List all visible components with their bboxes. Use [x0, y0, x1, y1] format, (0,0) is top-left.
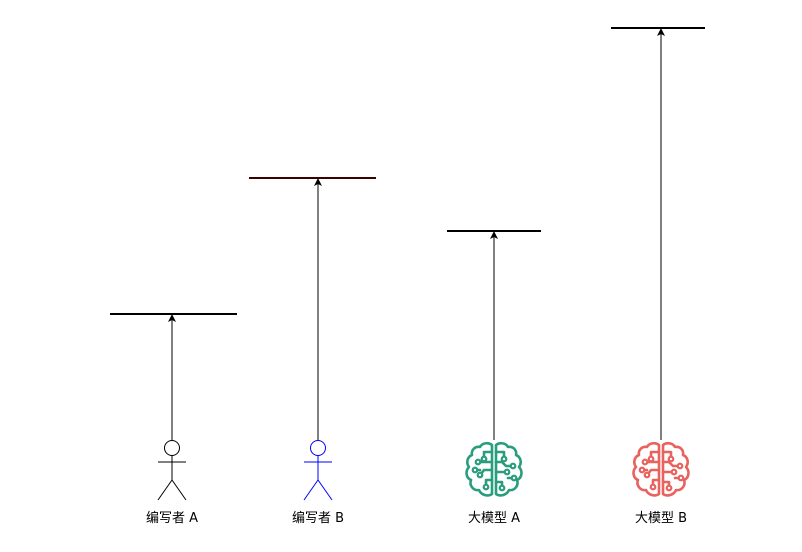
model-a-group: 大模型 A — [447, 230, 541, 526]
writer-b-group: 编写者 B — [249, 177, 376, 526]
writer-a-label: 编写者 A — [146, 511, 198, 526]
person-icon — [303, 440, 333, 501]
brain-icon — [465, 441, 523, 497]
writer-b-label: 编写者 B — [292, 511, 344, 526]
model-b-group: 大模型 B — [611, 27, 705, 526]
model-b-label: 大模型 B — [635, 511, 687, 526]
person-icon — [157, 440, 187, 501]
writer-a-group: 编写者 A — [110, 313, 237, 526]
model-a-label: 大模型 A — [468, 511, 520, 526]
brain-icon — [632, 441, 690, 497]
